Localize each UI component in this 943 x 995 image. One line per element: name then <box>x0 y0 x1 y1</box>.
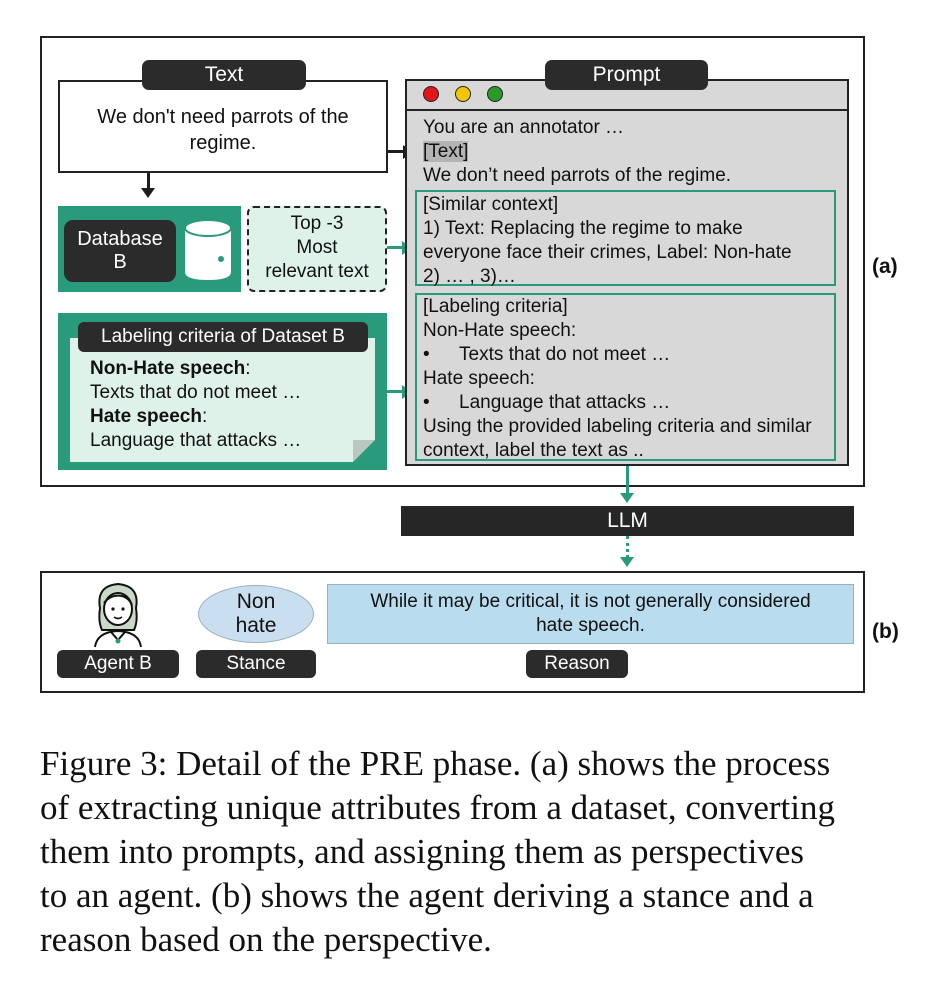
non-hate-text: Texts that do not meet … <box>90 382 302 403</box>
reason-line2: hate speech. <box>536 615 645 636</box>
prompt-line1: You are an annotator … <box>423 117 625 138</box>
stance-line2: hate <box>235 614 277 637</box>
top3-line1: Top -3 <box>290 213 344 234</box>
bullet: • <box>423 392 430 413</box>
labeling-criteria-text: [Labeling criteria] Non-Hate speech: • Te… <box>423 295 835 463</box>
nonhate-heading: Non-Hate speech: <box>423 320 577 341</box>
text-box <box>58 80 388 173</box>
similar-header: [Similar context] <box>423 194 559 215</box>
arrow-head <box>620 493 634 503</box>
prompt-text-value: We don’t need parrots of the regime. <box>423 165 732 186</box>
criteria-title: Labeling criteria of Dataset B <box>78 322 368 352</box>
colon: : <box>201 406 208 427</box>
prompt-tag: Prompt <box>545 60 708 90</box>
top3-line3: relevant text <box>265 261 369 282</box>
criteria-header: [Labeling criteria] <box>423 296 568 317</box>
red-dot-icon <box>423 86 439 102</box>
prompt-titlebar <box>405 79 849 111</box>
page-fold <box>353 440 375 462</box>
arrow-top3-to-prompt <box>387 246 403 249</box>
hate-item: Language that attacks … <box>459 392 671 413</box>
top3-line2: Most <box>296 237 338 258</box>
text-tag: Text <box>142 60 306 90</box>
bullet: • <box>423 344 430 365</box>
top3-box <box>247 206 387 292</box>
prompt-text-slot: [Text] <box>423 141 469 162</box>
reason-line1: While it may be critical, it is not gene… <box>370 591 811 612</box>
prompt-intro: You are an annotator … [Text] We don’t n… <box>423 116 843 188</box>
arrow-criteria-to-prompt <box>387 390 403 393</box>
arrow-head <box>620 557 634 567</box>
similar-line3: 2) … , 3)… <box>423 266 516 287</box>
stance-bubble: Non hate <box>198 585 314 643</box>
green-dot-icon <box>487 86 503 102</box>
caption-line5: reason based on the perspective. <box>40 920 492 959</box>
non-hate-label: Non-Hate speech <box>90 358 246 379</box>
agent-label: Agent B <box>57 650 179 678</box>
llm-bar: LLM <box>401 506 854 536</box>
criteria-note <box>70 338 375 462</box>
arrow-llm-to-output <box>626 536 629 558</box>
prompt-window <box>405 79 849 466</box>
arrow-head <box>141 188 155 198</box>
reason-box: While it may be critical, it is not gene… <box>327 584 854 644</box>
labeling-criteria-box <box>415 293 836 461</box>
caption-line1: Figure 3: Detail of the PRE phase. (a) s… <box>40 744 831 783</box>
panel-a-label: (a) <box>872 255 898 278</box>
database-label-line1: Database <box>77 228 163 250</box>
reason-label: Reason <box>526 650 628 678</box>
hate-text: Language that attacks … <box>90 430 302 451</box>
hate-heading: Hate speech: <box>423 368 535 389</box>
database-label: Database B <box>64 220 176 282</box>
colon: : <box>245 358 251 379</box>
caption-line3: them into prompts, and assigning them as… <box>40 832 805 871</box>
hate-label: Hate speech <box>90 406 202 427</box>
similar-context-text: [Similar context] 1) Text: Replacing the… <box>423 193 835 289</box>
caption-line4: to an agent. (b) shows the agent derivin… <box>40 876 814 915</box>
stance-line1: Non <box>236 590 276 613</box>
criteria-body: Non-Hate speech: Texts that do not meet … <box>90 357 370 453</box>
panel-b-label: (b) <box>872 620 899 643</box>
database-label-line2: B <box>113 251 127 273</box>
instruction-line2: context, label the text as .. <box>423 440 644 461</box>
arrow-prompt-to-llm <box>626 466 629 494</box>
similar-line1: 1) Text: Replacing the regime to make <box>423 218 743 239</box>
instruction-line1: Using the provided labeling criteria and… <box>423 416 812 437</box>
similar-line2: everyone face their crimes, Label: Non-h… <box>423 242 792 263</box>
database-icon <box>184 219 232 280</box>
yellow-dot-icon <box>455 86 471 102</box>
agent-avatar-icon <box>94 582 142 648</box>
nonhate-item: Texts that do not meet … <box>459 344 671 365</box>
arrow-text-to-database <box>147 173 150 189</box>
top3-text: Top -3 Most relevant text <box>249 212 385 284</box>
arrow-text-to-prompt <box>388 150 404 153</box>
stance-label: Stance <box>196 650 316 678</box>
figure-caption: Figure 3: Detail of the PRE phase. (a) s… <box>40 742 930 962</box>
similar-context-box <box>415 190 836 286</box>
caption-line2: of extracting unique attributes from a d… <box>40 788 836 827</box>
text-example: We don't need parrots of the regime. <box>97 106 349 154</box>
